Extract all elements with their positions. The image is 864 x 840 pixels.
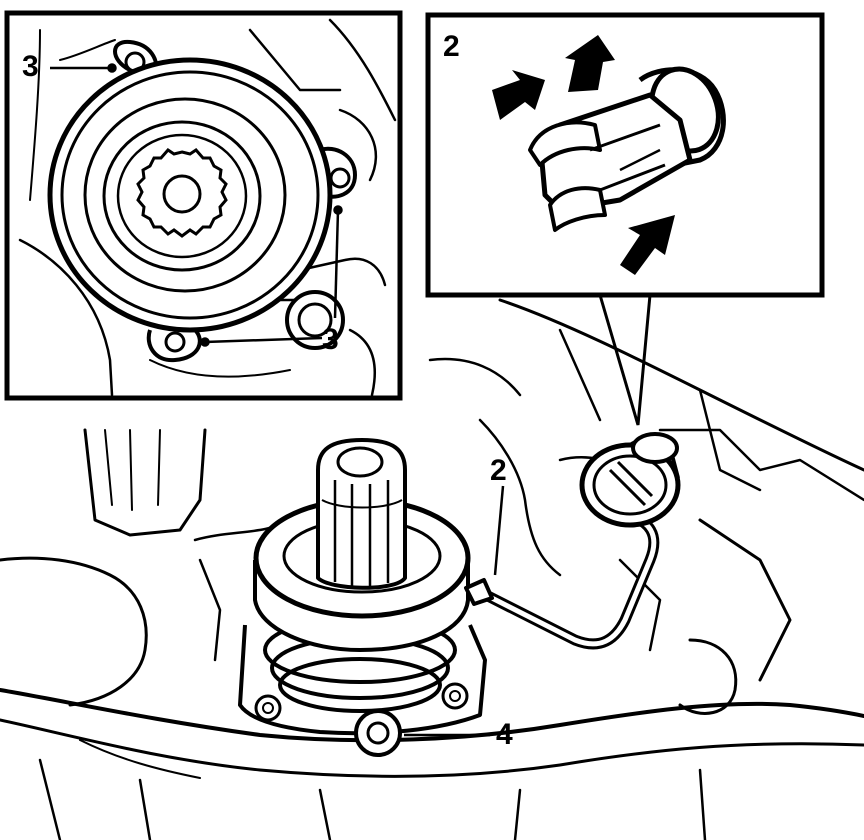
- input-shaft: [316, 438, 407, 590]
- callout-3-inset-bottom: 3: [322, 323, 339, 356]
- callout-2-inset-id: 2: [443, 30, 460, 63]
- slave-cylinder-base: [238, 624, 487, 736]
- slave-cylinder-bolt: [354, 709, 402, 757]
- squeeze-arrows: [492, 35, 675, 275]
- main-leaders: [404, 294, 652, 737]
- line-coupling: [579, 432, 681, 528]
- callout-3-inset-top: 3: [22, 50, 39, 83]
- callout-4-bolt: 4: [496, 718, 513, 751]
- callout-2-hydraulic-line: 2: [490, 454, 507, 487]
- inset-connector-detail: [425, 12, 825, 298]
- inset-top-view: [4, 10, 403, 401]
- transmission-housing: [0, 298, 864, 840]
